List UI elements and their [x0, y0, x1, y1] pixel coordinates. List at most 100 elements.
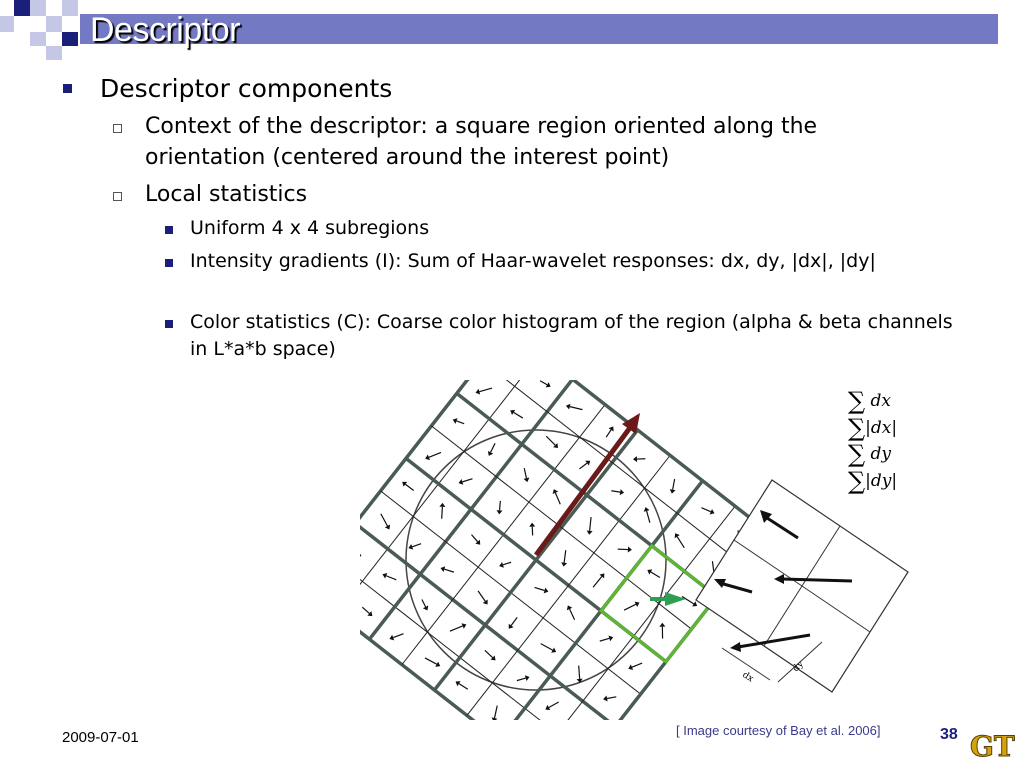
haar-arrow-head	[402, 481, 408, 487]
haar-arrow-head	[603, 695, 608, 702]
rotated-subregion-grid	[360, 380, 769, 720]
item-intensity-gradients: Intensity gradients (I): Sum of Haar-wav…	[190, 250, 876, 272]
haar-arrow-shaft	[579, 462, 588, 470]
bullet-square-icon	[63, 84, 72, 93]
haar-arrow-head	[608, 635, 614, 642]
sum-abs-dy: ∑|dy|	[848, 466, 898, 495]
grid-line	[466, 455, 671, 716]
haar-arrow-head	[491, 717, 498, 720]
haar-arrow-shaft	[444, 568, 455, 573]
dx-label: dx	[740, 670, 755, 684]
haar-arrow-shaft	[540, 643, 553, 651]
haar-arrow-shaft	[510, 617, 518, 626]
haar-arrow-shaft	[490, 442, 496, 453]
haar-arrow-shaft	[681, 595, 695, 605]
slide-title: Descriptor	[90, 11, 240, 49]
haar-arrow-shaft	[554, 492, 561, 505]
item-color-statistics: Color statistics (C): Coarse color histo…	[190, 311, 953, 360]
grid-line	[505, 380, 743, 565]
haar-arrow-shaft	[484, 649, 494, 659]
haar-arrow-head	[566, 605, 573, 611]
gt-logo: GT	[970, 730, 1016, 763]
haar-arrow-head	[692, 601, 698, 607]
haar-arrow-shaft	[502, 561, 512, 566]
haar-arrow-shaft	[462, 478, 473, 483]
haar-arrow-shaft	[650, 571, 661, 578]
haar-arrow-shaft	[516, 677, 526, 682]
haar-arrow-head	[524, 675, 530, 681]
interest-region-circle	[405, 429, 667, 691]
haar-arrow-head	[674, 533, 680, 539]
haar-arrow-head	[382, 572, 388, 579]
haar-arrow-head	[458, 479, 464, 485]
item-uniform-subregions: Uniform 4 x 4 subregions	[190, 217, 430, 239]
sum-dy: ∑ dy	[848, 440, 892, 468]
haar-arrow-shaft	[479, 387, 493, 393]
haar-arrow-shaft	[701, 507, 712, 513]
haar-arrow-head	[552, 489, 559, 495]
haar-arrow-head	[529, 522, 536, 527]
haar-arrow-shaft	[599, 637, 610, 642]
haar-arrow-head	[475, 388, 481, 395]
haar-arrow-head	[455, 681, 461, 687]
haar-arrow-shaft	[676, 536, 685, 549]
grid-line	[360, 380, 470, 521]
image-credit: [ Image courtesy of Bay et al. 2006]	[676, 723, 881, 738]
haar-arrow-shaft	[477, 590, 486, 602]
haar-arrow-head	[565, 403, 571, 410]
haar-arrow-head	[508, 623, 514, 629]
haar-arrow-shaft	[623, 603, 637, 611]
haar-arrow-shaft	[631, 662, 643, 668]
haar-arrow-shaft	[380, 513, 389, 527]
haar-arrow-head	[608, 426, 614, 432]
haar-arrow-head	[643, 507, 650, 512]
haar-arrow-head	[634, 601, 640, 608]
haar-arrow-head	[490, 655, 496, 661]
sub-bullet-local-statistics: Local statistics	[145, 182, 308, 207]
haar-arrow-shaft	[548, 701, 560, 709]
haar-arrow-shaft	[498, 500, 501, 511]
sum-dx: ∑ dx	[848, 387, 892, 415]
haar-arrow-shaft	[458, 683, 469, 690]
haar-arrow-shaft	[569, 406, 583, 411]
haar-arrow-head	[586, 530, 593, 535]
haar-arrow-shaft	[545, 435, 556, 446]
haar-arrow-head	[553, 443, 559, 448]
sub-bullet-context: Context of the descriptor: a square regi…	[145, 114, 818, 170]
haar-arrow-head	[461, 623, 467, 629]
haar-arrow-shaft	[523, 467, 528, 479]
hollow-square-icon	[113, 192, 122, 201]
haar-arrow-shaft	[471, 534, 479, 543]
haar-arrow-shaft	[646, 510, 651, 523]
haar-arrow-shaft	[513, 411, 524, 419]
bullet-square-icon	[165, 320, 173, 328]
grid-line	[570, 380, 769, 533]
grid-line	[433, 428, 639, 692]
haar-arrow-head	[435, 661, 441, 667]
hollow-square-icon	[113, 124, 122, 133]
haar-arrow-head	[408, 544, 414, 550]
haar-arrow-head	[545, 382, 551, 388]
haar-arrow-shaft	[493, 705, 498, 719]
grid-line	[431, 425, 692, 630]
haar-arrow-shaft	[592, 576, 603, 588]
haar-arrow-head	[452, 418, 458, 424]
haar-arrow-shaft	[412, 543, 422, 548]
title-bar	[80, 14, 998, 44]
haar-arrow-head	[499, 562, 504, 568]
haar-arrow-head	[551, 647, 557, 653]
footer-date: 2009-07-01	[62, 729, 139, 746]
haar-arrow-head	[627, 546, 632, 553]
haar-arrow-shaft	[360, 553, 362, 557]
haar-arrow-shaft	[385, 575, 397, 581]
haar-arrow-shaft	[441, 506, 443, 519]
haar-arrow-shaft	[424, 657, 437, 665]
haar-arrow-head	[628, 664, 634, 670]
haar-arrow-head	[389, 634, 395, 641]
haar-arrow-shaft	[672, 478, 676, 490]
svg-text:GT: GT	[970, 730, 1015, 762]
haar-arrow-head	[709, 508, 715, 515]
haar-arrow-shaft	[578, 665, 581, 679]
haar-arrow-head	[482, 599, 488, 605]
haar-arrow-shaft	[421, 599, 427, 608]
